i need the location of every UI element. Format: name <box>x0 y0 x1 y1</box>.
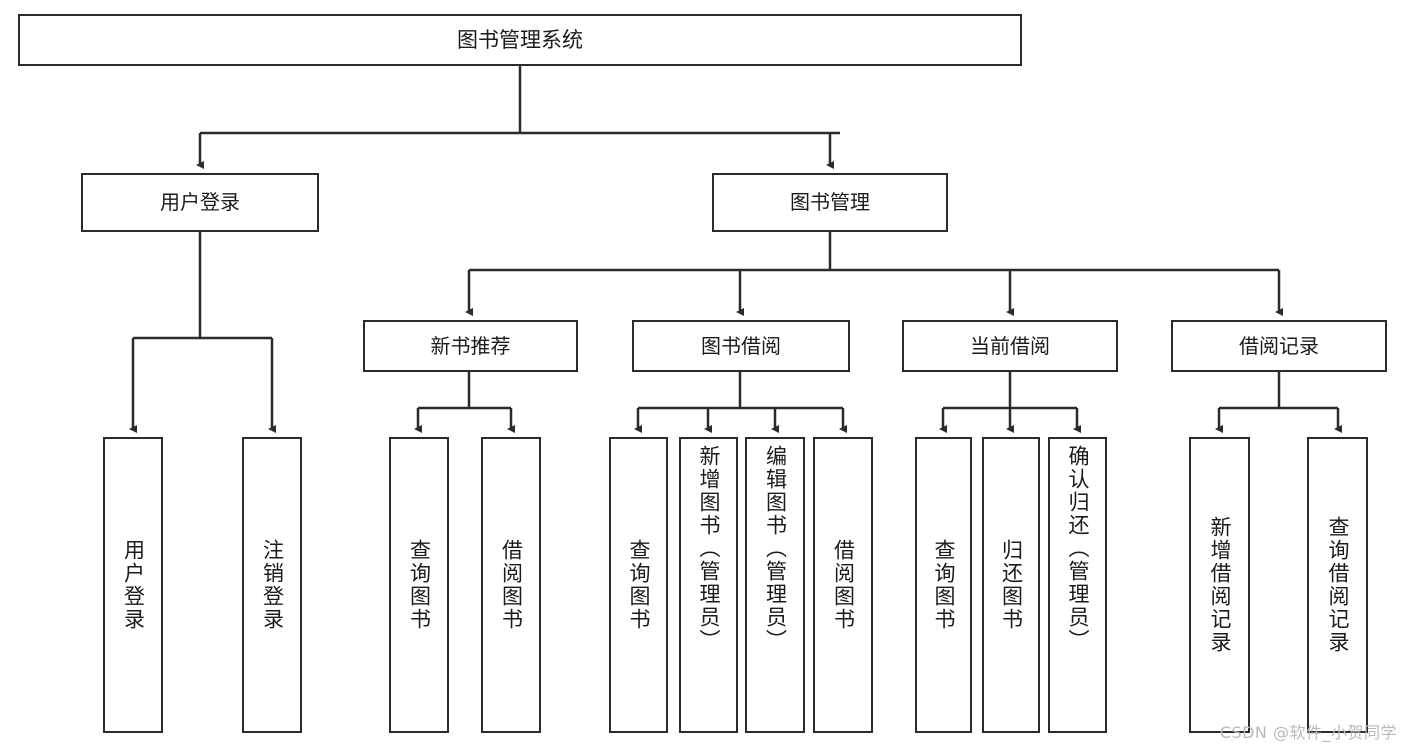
node-user-login-label: 用户登录 <box>160 190 240 214</box>
csdn-watermark: CSDN @软件_小贺同学 <box>1219 723 1397 742</box>
leaf-edit-book-admin[interactable]: 编辑图书（管理员） <box>745 437 805 733</box>
node-root[interactable]: 图书管理系统 <box>18 14 1022 66</box>
node-current-borrow-label: 当前借阅 <box>970 333 1050 358</box>
node-user-login[interactable]: 用户登录 <box>81 173 319 232</box>
node-current-borrow[interactable]: 当前借阅 <box>902 320 1118 372</box>
leaf-add-book-admin-label: 新增图书（管理员） <box>697 445 721 652</box>
leaf-query-borrow-record-label: 查询借阅记录 <box>1326 516 1350 654</box>
leaf-borrow-book-label: 借阅图书 <box>831 539 856 631</box>
node-new-book-recommend[interactable]: 新书推荐 <box>363 320 578 372</box>
leaf-confirm-return-admin-label: 确认归还（管理员） <box>1066 445 1090 652</box>
leaf-add-book-admin[interactable]: 新增图书（管理员） <box>679 437 738 733</box>
node-book-borrow-label: 图书借阅 <box>701 333 781 358</box>
leaf-query-book-current[interactable]: 查询图书 <box>915 437 972 733</box>
leaf-return-book[interactable]: 归还图书 <box>982 437 1040 733</box>
leaf-query-book-borrow[interactable]: 查询图书 <box>609 437 668 733</box>
leaf-logout-label: 注销登录 <box>260 539 285 631</box>
node-new-book-recommend-label: 新书推荐 <box>430 333 511 358</box>
leaf-query-book-recommend-label: 查询图书 <box>407 539 432 631</box>
leaf-add-borrow-record[interactable]: 新增借阅记录 <box>1189 437 1250 733</box>
leaf-user-login[interactable]: 用户登录 <box>103 437 163 733</box>
leaf-edit-book-admin-label: 编辑图书（管理员） <box>763 445 788 652</box>
leaf-query-book-current-label: 查询图书 <box>932 539 956 631</box>
leaf-query-book-borrow-label: 查询图书 <box>627 539 651 631</box>
leaf-add-borrow-record-label: 新增借阅记录 <box>1208 516 1232 654</box>
leaf-borrow-book-recommend-label: 借阅图书 <box>499 539 524 631</box>
leaf-confirm-return-admin[interactable]: 确认归还（管理员） <box>1048 437 1107 733</box>
leaf-logout[interactable]: 注销登录 <box>242 437 302 733</box>
leaf-return-book-label: 归还图书 <box>999 539 1024 631</box>
node-root-label: 图书管理系统 <box>457 27 583 52</box>
leaf-borrow-book-recommend[interactable]: 借阅图书 <box>481 437 541 733</box>
node-book-management[interactable]: 图书管理 <box>712 173 948 232</box>
node-borrow-record[interactable]: 借阅记录 <box>1171 320 1387 372</box>
node-book-borrow[interactable]: 图书借阅 <box>632 320 850 372</box>
node-borrow-record-label: 借阅记录 <box>1239 333 1319 358</box>
leaf-borrow-book[interactable]: 借阅图书 <box>813 437 873 733</box>
leaf-user-login-label: 用户登录 <box>121 539 146 631</box>
leaf-query-book-recommend[interactable]: 查询图书 <box>389 437 449 733</box>
node-book-management-label: 图书管理 <box>790 190 870 214</box>
leaf-query-borrow-record[interactable]: 查询借阅记录 <box>1307 437 1368 733</box>
